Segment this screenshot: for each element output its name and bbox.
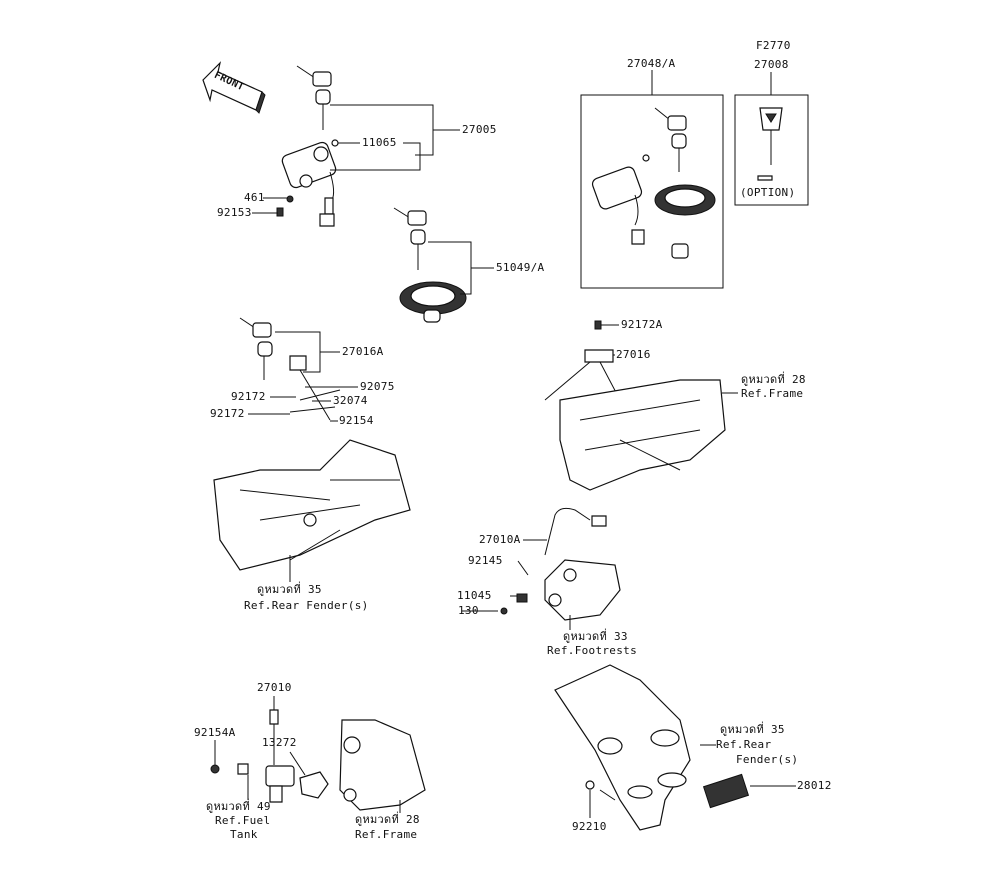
part-92154a[interactable]: 92154A <box>194 726 236 739</box>
rear-fender-icon <box>214 440 410 570</box>
part-92172[interactable]: 92172 <box>231 390 266 403</box>
part-130[interactable]: 130 <box>458 604 479 617</box>
part-f2770[interactable]: F2770 <box>756 39 791 52</box>
frame-seat-lock-icon <box>545 321 620 400</box>
ignition-switch-icon <box>277 141 337 226</box>
part-27016[interactable]: 27016 <box>616 348 651 361</box>
ignition-key-icon <box>297 66 331 130</box>
part-27010a[interactable]: 27010A <box>479 533 521 546</box>
ref-fuel-tank-thai[interactable]: ดูหมวดที่ 49 <box>206 800 271 813</box>
kit-ignition-switch-icon <box>591 155 649 244</box>
front-arrow-icon <box>203 63 265 113</box>
blank-key-icon <box>758 108 782 180</box>
part-27016a[interactable]: 27016A <box>342 345 384 358</box>
ref-rear-fender-2-thai[interactable]: ดูหมวดที่ 35 <box>720 723 785 736</box>
frame-section-icon <box>340 720 425 810</box>
part-92154[interactable]: 92154 <box>339 414 374 427</box>
kit-fuel-cap-icon <box>655 185 715 258</box>
frame-icon <box>560 380 725 490</box>
ref-fuel-tank-line2[interactable]: Tank <box>230 828 258 841</box>
part-27010[interactable]: 27010 <box>257 681 292 694</box>
part-27008[interactable]: 27008 <box>754 58 789 71</box>
part-51049a[interactable]: 51049/A <box>496 261 545 274</box>
ref-frame-thai[interactable]: ดูหมวดที่ 28 <box>741 373 806 386</box>
part-92210[interactable]: 92210 <box>572 820 607 833</box>
part-11065[interactable]: 11065 <box>362 136 397 149</box>
fuel-cap-key-icon <box>394 208 426 270</box>
part-32074[interactable]: 32074 <box>333 394 368 407</box>
ref-frame[interactable]: Ref.Frame <box>741 387 804 400</box>
ref-footrests-thai[interactable]: ดูหมวดที่ 33 <box>563 630 628 643</box>
part-92145[interactable]: 92145 <box>468 554 503 567</box>
sensor-cable-icon <box>545 508 606 555</box>
part-461[interactable]: 461 <box>244 191 265 204</box>
part-92172[interactable]: 92172 <box>210 407 245 420</box>
part-27048a[interactable]: 27048/A <box>627 57 676 70</box>
part-13272[interactable]: 13272 <box>262 736 297 749</box>
ref-rear-fender-2[interactable]: Ref.Rear <box>716 738 772 751</box>
rear-fender-lower-icon <box>555 665 690 830</box>
ref-footrests[interactable]: Ref.Footrests <box>547 644 637 657</box>
footrest-bracket-icon <box>545 560 620 620</box>
seat-lock-key-icon <box>240 318 272 380</box>
ref-rear-fender-2-line2[interactable]: Fender(s) <box>736 753 799 766</box>
kit-key-icon <box>655 108 686 172</box>
part-28012[interactable]: 28012 <box>797 779 832 792</box>
part-92075[interactable]: 92075 <box>360 380 395 393</box>
part-92153[interactable]: 92153 <box>217 206 252 219</box>
ref-rear-fender-thai[interactable]: ดูหมวดที่ 35 <box>257 583 322 596</box>
reflector-icon <box>704 774 749 807</box>
sensor-27010-icon <box>266 710 294 802</box>
part-11045[interactable]: 11045 <box>457 589 492 602</box>
fuel-tank-cap-icon <box>400 282 466 322</box>
ref-frame-2-thai[interactable]: ดูหมวดที่ 28 <box>355 813 420 826</box>
part-27005[interactable]: 27005 <box>462 123 497 136</box>
seat-lock-icon <box>290 356 340 420</box>
part-92172a[interactable]: 92172A <box>621 318 663 331</box>
ref-fuel-tank[interactable]: Ref.Fuel <box>215 814 271 827</box>
ref-frame-2[interactable]: Ref.Frame <box>355 828 418 841</box>
ref-rear-fender[interactable]: Ref.Rear Fender(s) <box>244 599 369 612</box>
option-label: (OPTION) <box>740 186 796 199</box>
